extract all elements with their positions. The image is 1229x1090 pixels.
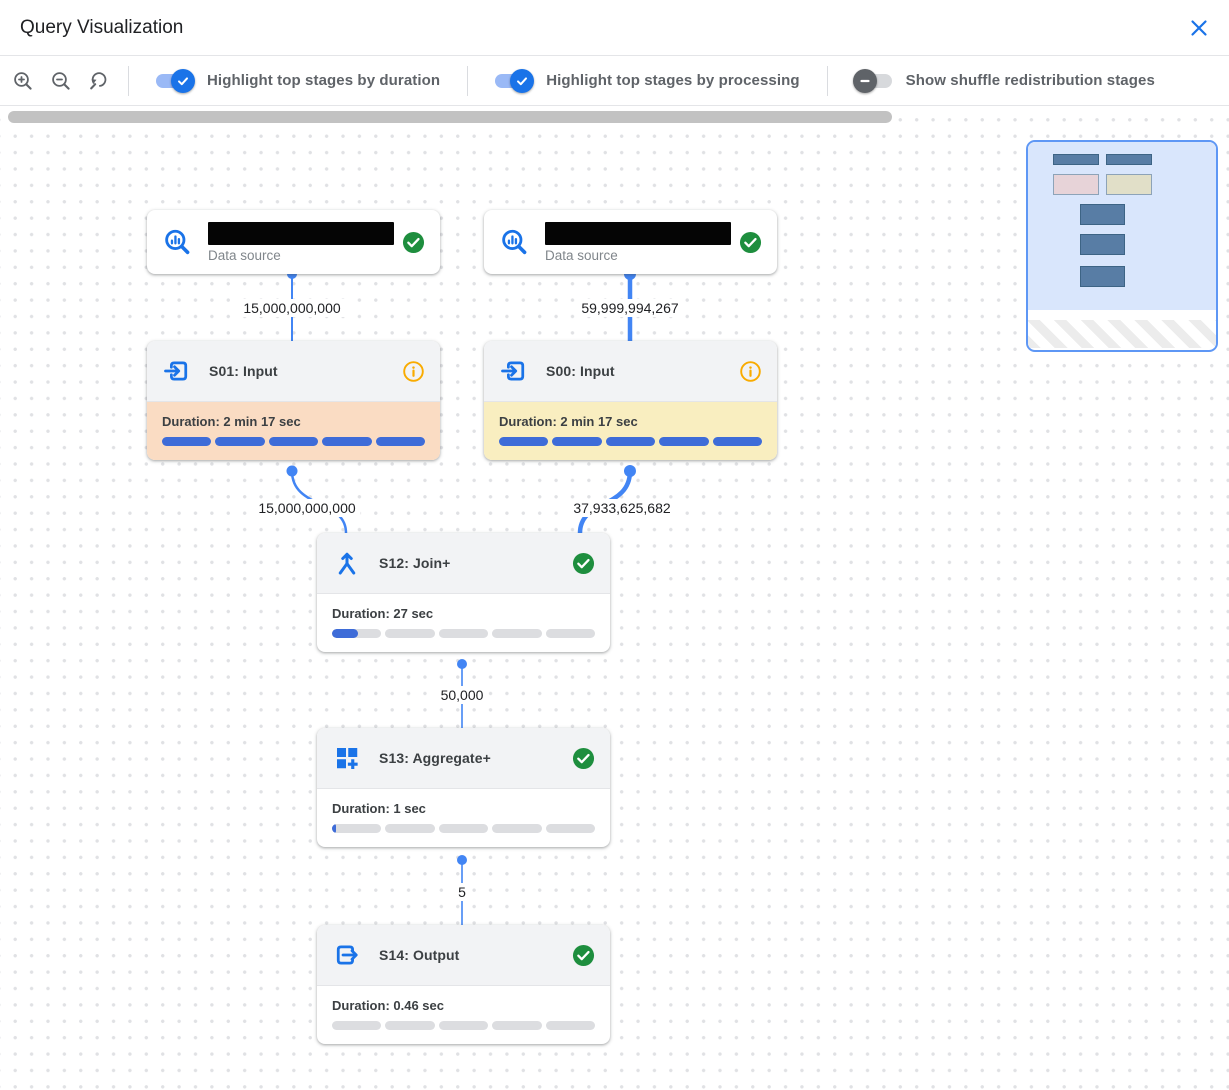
edge-row-count: 5 bbox=[453, 883, 471, 901]
data-source-node[interactable]: Data source bbox=[147, 210, 440, 274]
stage-title: S13: Aggregate+ bbox=[379, 750, 491, 766]
stage-duration: Duration: 2 min 17 sec bbox=[162, 414, 301, 429]
minimap-node bbox=[1080, 234, 1125, 255]
info-icon[interactable] bbox=[402, 360, 425, 383]
horizontal-scrollbar-thumb[interactable] bbox=[8, 111, 892, 123]
stage-progress-bar bbox=[162, 437, 426, 446]
redacted-table-name bbox=[208, 221, 394, 245]
data-source-icon bbox=[162, 227, 193, 258]
zoom-in-icon bbox=[11, 69, 35, 93]
info-icon[interactable] bbox=[739, 360, 762, 383]
check-circle-icon bbox=[572, 552, 595, 575]
stage-body: Duration: 1 sec bbox=[317, 789, 610, 847]
stage-node-s00[interactable]: S00: Input Duration: 2 min 17 sec bbox=[484, 341, 777, 460]
highlight-processing-toggle[interactable] bbox=[495, 68, 535, 93]
toggle-minus-icon bbox=[852, 68, 877, 93]
edge-row-count: 50,000 bbox=[435, 686, 489, 704]
zoom-out-button[interactable] bbox=[48, 68, 74, 94]
toggle-check-icon bbox=[171, 68, 195, 93]
graph-minimap[interactable] bbox=[1026, 140, 1218, 352]
graph-toolbar: Highlight top stages by duration Highlig… bbox=[0, 56, 1229, 106]
join-icon bbox=[332, 548, 362, 578]
output-icon bbox=[332, 940, 362, 970]
stage-title: S12: Join+ bbox=[379, 555, 451, 571]
edge-row-count: 59,999,994,267 bbox=[576, 299, 684, 317]
stage-duration: Duration: 2 min 17 sec bbox=[499, 414, 638, 429]
stage-progress-bar bbox=[332, 1021, 596, 1030]
edge-row-count: 37,933,625,682 bbox=[568, 499, 676, 517]
toolbar-divider bbox=[826, 65, 828, 96]
toolbar-divider bbox=[467, 65, 469, 96]
data-source-label: Data source bbox=[208, 247, 281, 263]
minimap-node bbox=[1053, 174, 1099, 195]
stage-duration: Duration: 0.46 sec bbox=[332, 998, 444, 1013]
minimap-out-of-bounds bbox=[1028, 320, 1216, 348]
close-button[interactable] bbox=[1185, 14, 1213, 42]
dialog-title-bar: Query Visualization bbox=[0, 0, 1229, 56]
data-source-icon bbox=[499, 227, 530, 258]
redacted-table-name bbox=[545, 221, 731, 245]
close-icon bbox=[1187, 16, 1211, 40]
stage-duration: Duration: 27 sec bbox=[332, 606, 434, 621]
stage-node-s14[interactable]: S14: Output Duration: 0.46 sec bbox=[317, 925, 610, 1044]
stage-title: S01: Input bbox=[209, 363, 278, 379]
data-source-node[interactable]: Data source bbox=[484, 210, 777, 274]
stage-title: S00: Input bbox=[546, 363, 615, 379]
stage-title: S14: Output bbox=[379, 947, 460, 963]
aggregate-icon bbox=[332, 743, 362, 773]
stage-body: Duration: 0.46 sec bbox=[317, 986, 610, 1044]
zoom-reset-icon bbox=[87, 69, 111, 93]
minimap-node bbox=[1106, 154, 1152, 165]
page-title: Query Visualization bbox=[20, 16, 184, 38]
highlight-duration-toggle[interactable] bbox=[156, 68, 195, 93]
query-graph-canvas[interactable]: 15,000,000,000 59,999,994,267 15,000,000… bbox=[0, 106, 1229, 1090]
stage-node-s12[interactable]: S12: Join+ Duration: 27 sec bbox=[317, 533, 610, 652]
toggle-label-duration: Highlight top stages by duration bbox=[207, 72, 441, 89]
edge-row-count: 15,000,000,000 bbox=[253, 499, 361, 517]
toggle-group-shuffle: Show shuffle redistribution stages bbox=[852, 68, 1155, 93]
stage-duration: Duration: 1 sec bbox=[332, 801, 426, 816]
stage-node-s13[interactable]: S13: Aggregate+ Duration: 1 sec bbox=[317, 728, 610, 847]
data-source-label: Data source bbox=[545, 247, 618, 263]
show-shuffle-toggle[interactable] bbox=[852, 68, 892, 93]
toggle-group-processing: Highlight top stages by processing bbox=[495, 68, 800, 93]
stage-body: Duration: 27 sec bbox=[317, 594, 610, 652]
minimap-node bbox=[1106, 174, 1152, 195]
input-icon bbox=[162, 356, 192, 386]
check-circle-icon bbox=[572, 747, 595, 770]
toggle-label-shuffle: Show shuffle redistribution stages bbox=[905, 72, 1155, 89]
check-circle-icon bbox=[572, 944, 595, 967]
zoom-in-button[interactable] bbox=[10, 68, 36, 94]
stage-body: Duration: 2 min 17 sec bbox=[147, 402, 440, 460]
toolbar-divider bbox=[128, 65, 129, 96]
stage-progress-bar bbox=[332, 824, 596, 833]
input-icon bbox=[499, 356, 529, 386]
toggle-group-duration: Highlight top stages by duration bbox=[156, 68, 441, 93]
stage-body: Duration: 2 min 17 sec bbox=[484, 402, 777, 460]
toggle-check-icon bbox=[510, 68, 535, 93]
check-circle-icon bbox=[739, 231, 762, 254]
zoom-controls bbox=[10, 68, 112, 94]
minimap-node bbox=[1080, 204, 1125, 225]
stage-progress-bar bbox=[499, 437, 763, 446]
minimap-node bbox=[1080, 266, 1125, 287]
stage-progress-bar bbox=[332, 629, 596, 638]
edge-row-count: 15,000,000,000 bbox=[238, 299, 346, 317]
stage-node-s01[interactable]: S01: Input Duration: 2 min 17 sec bbox=[147, 341, 440, 460]
zoom-reset-button[interactable] bbox=[86, 68, 112, 94]
minimap-node bbox=[1053, 154, 1099, 165]
zoom-out-icon bbox=[49, 69, 73, 93]
check-circle-icon bbox=[402, 231, 425, 254]
toggle-label-processing: Highlight top stages by processing bbox=[546, 72, 800, 89]
